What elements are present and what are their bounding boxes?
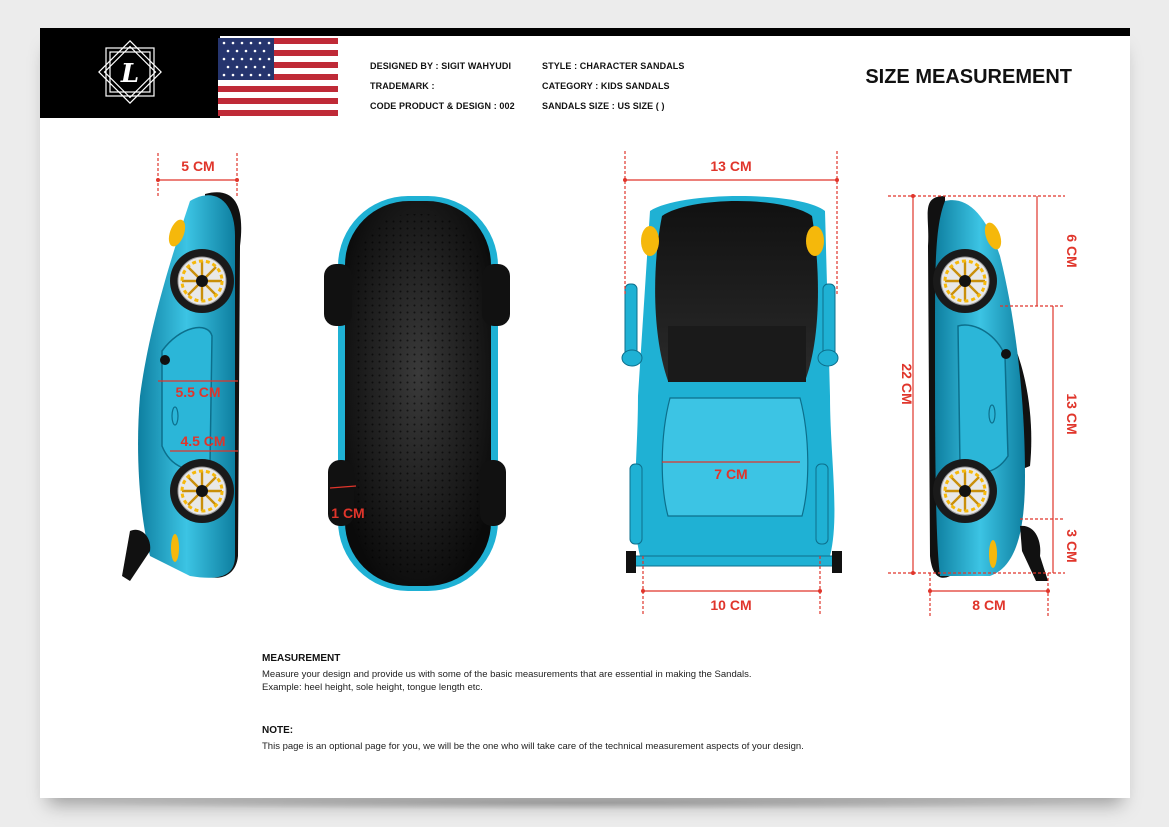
code-product: CODE PRODUCT & DESIGN : 002 xyxy=(370,101,515,111)
brand-logo-icon: L xyxy=(98,40,162,104)
style: STYLE : CHARACTER SANDALS xyxy=(542,61,685,71)
side-view-right xyxy=(927,196,1048,581)
measurement-heading: MEASUREMENT xyxy=(262,653,341,664)
dim-height-mid: 13 CM xyxy=(1064,393,1080,434)
side-view-left xyxy=(122,192,242,581)
dim-side-left-low: 4.5 CM xyxy=(180,433,225,449)
measurement-line-2: Example: heel height, sole height, tongu… xyxy=(262,682,483,693)
category: CATEGORY : KIDS SANDALS xyxy=(542,81,670,91)
note-text: This page is an optional page for you, w… xyxy=(262,741,804,752)
dim-side-left-mid: 5.5 CM xyxy=(175,384,220,400)
designed-by: DESIGNED BY : SIGIT WAHYUDI xyxy=(370,61,512,71)
dim-top-bottom: 10 CM xyxy=(710,597,751,613)
dim-top-inner: 7 CM xyxy=(714,466,747,482)
dimension-arrows xyxy=(156,178,1050,593)
dim-height-bottom: 3 CM xyxy=(1064,529,1080,562)
svg-text:L: L xyxy=(120,59,139,89)
measurement-section: MEASUREMENT Measure your design and prov… xyxy=(262,652,1022,694)
sandals-size: SANDALS SIZE : US SIZE ( ) xyxy=(542,101,665,111)
note-heading: NOTE: xyxy=(262,725,294,736)
page-title: SIZE MEASUREMENT xyxy=(865,66,1072,88)
dim-height-total: 22 CM xyxy=(899,363,915,404)
us-flag-icon xyxy=(218,38,338,116)
spec-sheet: L DESIGNED BY : SIGIT WAHYUDI TRADEMARK … xyxy=(40,28,1130,798)
designer-info: DESIGNED BY : SIGIT WAHYUDI TRADEMARK : … xyxy=(370,56,515,116)
technical-drawing: 5 CM 5.5 CM 4.5 CM 1 CM 13 CM 7 CM 10 CM… xyxy=(122,151,1080,616)
dim-side-left-top: 5 CM xyxy=(181,158,214,174)
dim-height-top: 6 CM xyxy=(1064,234,1080,267)
page-shadow xyxy=(60,796,1110,810)
dim-top-width: 13 CM xyxy=(710,158,751,174)
sole-view xyxy=(324,196,510,591)
brand-logo-panel: L xyxy=(40,36,220,118)
product-info: STYLE : CHARACTER SANDALS CATEGORY : KID… xyxy=(542,56,685,116)
dim-side-right-bottom: 8 CM xyxy=(972,597,1005,613)
dim-sole-strap: 1 CM xyxy=(331,505,364,521)
dimension-lines xyxy=(157,151,1065,616)
trademark: TRADEMARK : xyxy=(370,81,435,91)
measurement-line-1: Measure your design and provide us with … xyxy=(262,669,752,680)
note-section: NOTE: This page is an optional page for … xyxy=(262,724,1022,753)
top-view xyxy=(621,196,842,573)
